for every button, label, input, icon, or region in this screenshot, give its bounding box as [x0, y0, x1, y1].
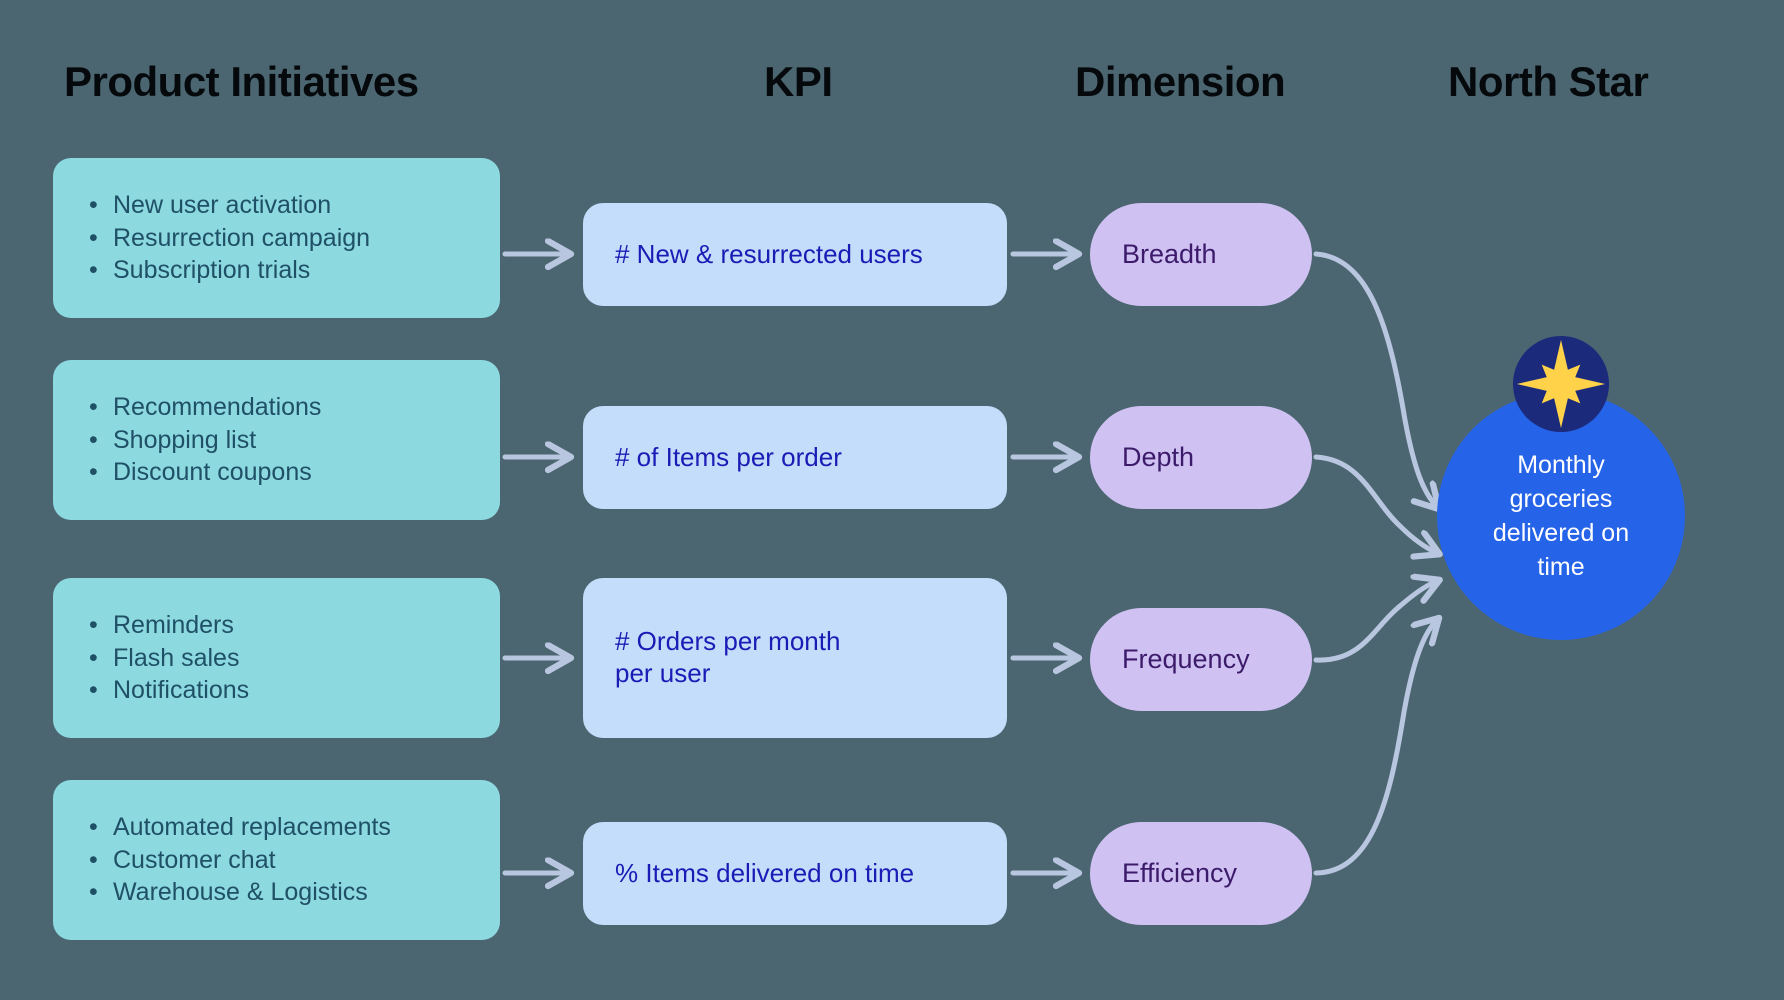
list-item-label: Subscription trials: [113, 256, 311, 285]
arrow-frequency-to-north-star: [1313, 581, 1437, 663]
kpi-label: % Items delivered on time: [615, 857, 915, 888]
bullet-icon: •: [89, 223, 98, 252]
dimension-label: Efficiency: [1122, 858, 1238, 888]
bullet-icon: •: [89, 392, 98, 421]
kpi-box[interactable]: # New & resurrected users: [583, 203, 1007, 306]
kpi-box[interactable]: # of Items per order: [583, 406, 1007, 509]
dimension-pill[interactable]: Efficiency: [1090, 822, 1312, 925]
bullet-icon: •: [89, 458, 98, 487]
list-item-label: Reminders: [113, 610, 234, 639]
initiative-card[interactable]: • New user activation • Resurrection campa…: [53, 158, 500, 318]
dimension-pill[interactable]: Breadth: [1090, 203, 1312, 306]
list-item: • Resurrection campaign: [83, 222, 474, 255]
dimension-label: Depth: [1122, 442, 1195, 472]
initiative-card[interactable]: • Automated replacements • Customer chat •…: [53, 780, 500, 940]
list-item: • Subscription trials: [83, 254, 474, 287]
list-item-label: Resurrection campaign: [113, 223, 371, 252]
north-star-badge: [1513, 336, 1609, 432]
column-header-north-star: North Star: [1448, 58, 1649, 105]
arrow-efficiency-to-north-star: [1313, 620, 1437, 876]
column-header-kpi: KPI: [764, 58, 833, 105]
list-item-label: Automated replacements: [113, 812, 391, 841]
list-item: • Customer chat: [83, 844, 474, 877]
north-star-circle[interactable]: Monthly groceries delivered on time: [1437, 392, 1685, 640]
column-header-product-initiatives: Product Initiatives: [64, 58, 419, 105]
kpi-box[interactable]: # Orders per month per user: [583, 578, 1007, 738]
arrow-breadth-to-north-star: [1313, 251, 1437, 507]
bullet-icon: •: [89, 610, 98, 639]
list-item: • Recommendations: [83, 391, 474, 424]
initiative-list: • Automated replacements • Customer chat •…: [83, 811, 474, 909]
initiative-list: • Reminders • Flash sales • Notifications: [83, 609, 474, 707]
list-item-label: Warehouse & Logistics: [113, 878, 368, 907]
column-header-dimension: Dimension: [1075, 58, 1286, 105]
list-item: • Reminders: [83, 609, 474, 642]
dimension-label: Frequency: [1122, 644, 1250, 674]
list-item-label: Customer chat: [113, 845, 276, 874]
initiative-card[interactable]: • Recommendations • Shopping list • Discoun…: [53, 360, 500, 520]
initiative-card[interactable]: • Reminders • Flash sales • Notifications: [53, 578, 500, 738]
list-item: • Flash sales: [83, 642, 474, 675]
list-item: • Warehouse & Logistics: [83, 876, 474, 909]
list-item-label: Discount coupons: [113, 458, 312, 487]
bullet-icon: •: [89, 878, 98, 907]
bullet-icon: •: [89, 643, 98, 672]
list-item-label: Shopping list: [113, 425, 257, 454]
list-item: • Shopping list: [83, 424, 474, 457]
dimension-pill[interactable]: Frequency: [1090, 608, 1312, 711]
kpi-label: # of Items per order: [615, 441, 842, 472]
bullet-icon: •: [89, 812, 98, 841]
dimension-pill[interactable]: Depth: [1090, 406, 1312, 509]
dimension-label: Breadth: [1122, 239, 1217, 269]
north-star-icon: [1516, 339, 1606, 429]
kpi-label: # Orders per month per user: [615, 626, 841, 688]
bullet-icon: •: [89, 425, 98, 454]
kpi-box[interactable]: % Items delivered on time: [583, 822, 1007, 925]
north-star-label: Monthly groceries delivered on time: [1492, 451, 1630, 581]
initiative-list: • New user activation • Resurrection campa…: [83, 189, 474, 287]
list-item-label: Recommendations: [113, 392, 322, 421]
bullet-icon: •: [89, 256, 98, 285]
list-item-label: Flash sales: [113, 643, 240, 672]
list-item: • New user activation: [83, 189, 474, 222]
arrow-depth-to-north-star: [1313, 454, 1437, 553]
list-item-label: New user activation: [113, 190, 332, 219]
list-item-label: Notifications: [113, 676, 250, 705]
list-item: • Automated replacements: [83, 811, 474, 844]
kpi-label: # New & resurrected users: [615, 238, 923, 269]
bullet-icon: •: [89, 190, 98, 219]
north-star-group[interactable]: Monthly groceries delivered on time: [1437, 336, 1685, 640]
list-item: • Notifications: [83, 674, 474, 707]
bullet-icon: •: [89, 845, 98, 874]
initiative-list: • Recommendations • Shopping list • Discoun…: [83, 391, 474, 489]
list-item: • Discount coupons: [83, 456, 474, 489]
bullet-icon: •: [89, 676, 98, 705]
